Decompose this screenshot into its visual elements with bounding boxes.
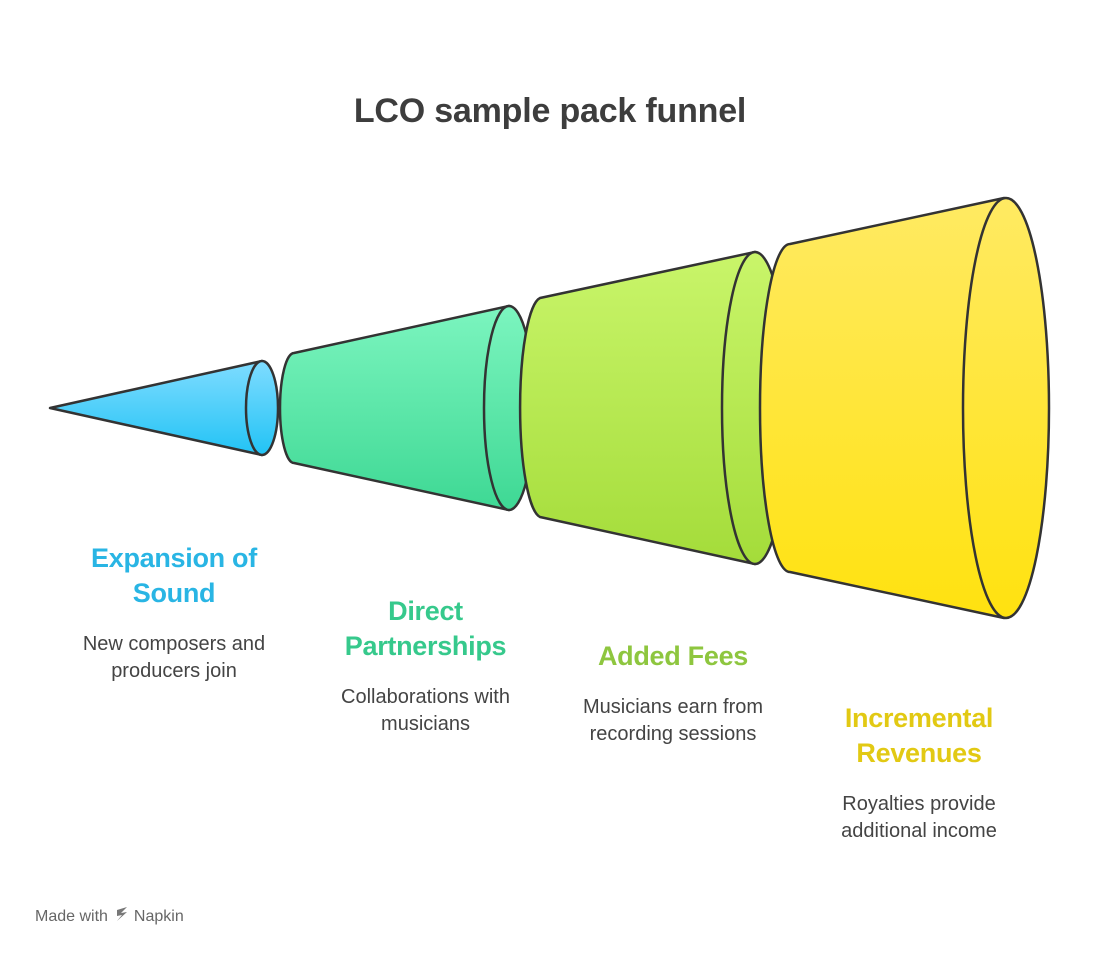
stage-3-title: Added Fees (597, 641, 749, 671)
footer-attribution: Made with Napkin (35, 906, 184, 927)
funnel-segment-4 (758, 196, 1051, 620)
funnel-segment-1 (48, 359, 280, 457)
stage-4-title: Incremental Revenues (844, 703, 994, 768)
stage-2-title: Direct Partnerships (344, 596, 507, 661)
stage-2-label: Direct Partnerships Collaborations with … (318, 594, 533, 738)
napkin-brand-text: Napkin (133, 907, 184, 925)
made-with-text: Made with (35, 907, 108, 925)
stage-3-description: Musicians earn from recording sessions (582, 696, 764, 745)
stage-2-description: Collaborations with musicians (341, 686, 510, 735)
stage-1-description: New composers and producers join (82, 633, 266, 682)
diagram-title: LCO sample pack funnel (353, 92, 747, 130)
stage-1-label: Expansion of Sound New composers and pro… (54, 541, 294, 685)
napkin-logo-icon (115, 906, 129, 927)
stage-3-label: Added Fees Musicians earn from recording… (560, 639, 786, 748)
funnel-segment-3 (518, 250, 790, 566)
funnel-segment-2 (278, 304, 536, 512)
stage-4-label: Incremental Revenues Royalties provide a… (804, 701, 1034, 845)
stage-1-title: Expansion of Sound (91, 543, 257, 608)
stage-4-description: Royalties provide additional income (841, 793, 997, 842)
